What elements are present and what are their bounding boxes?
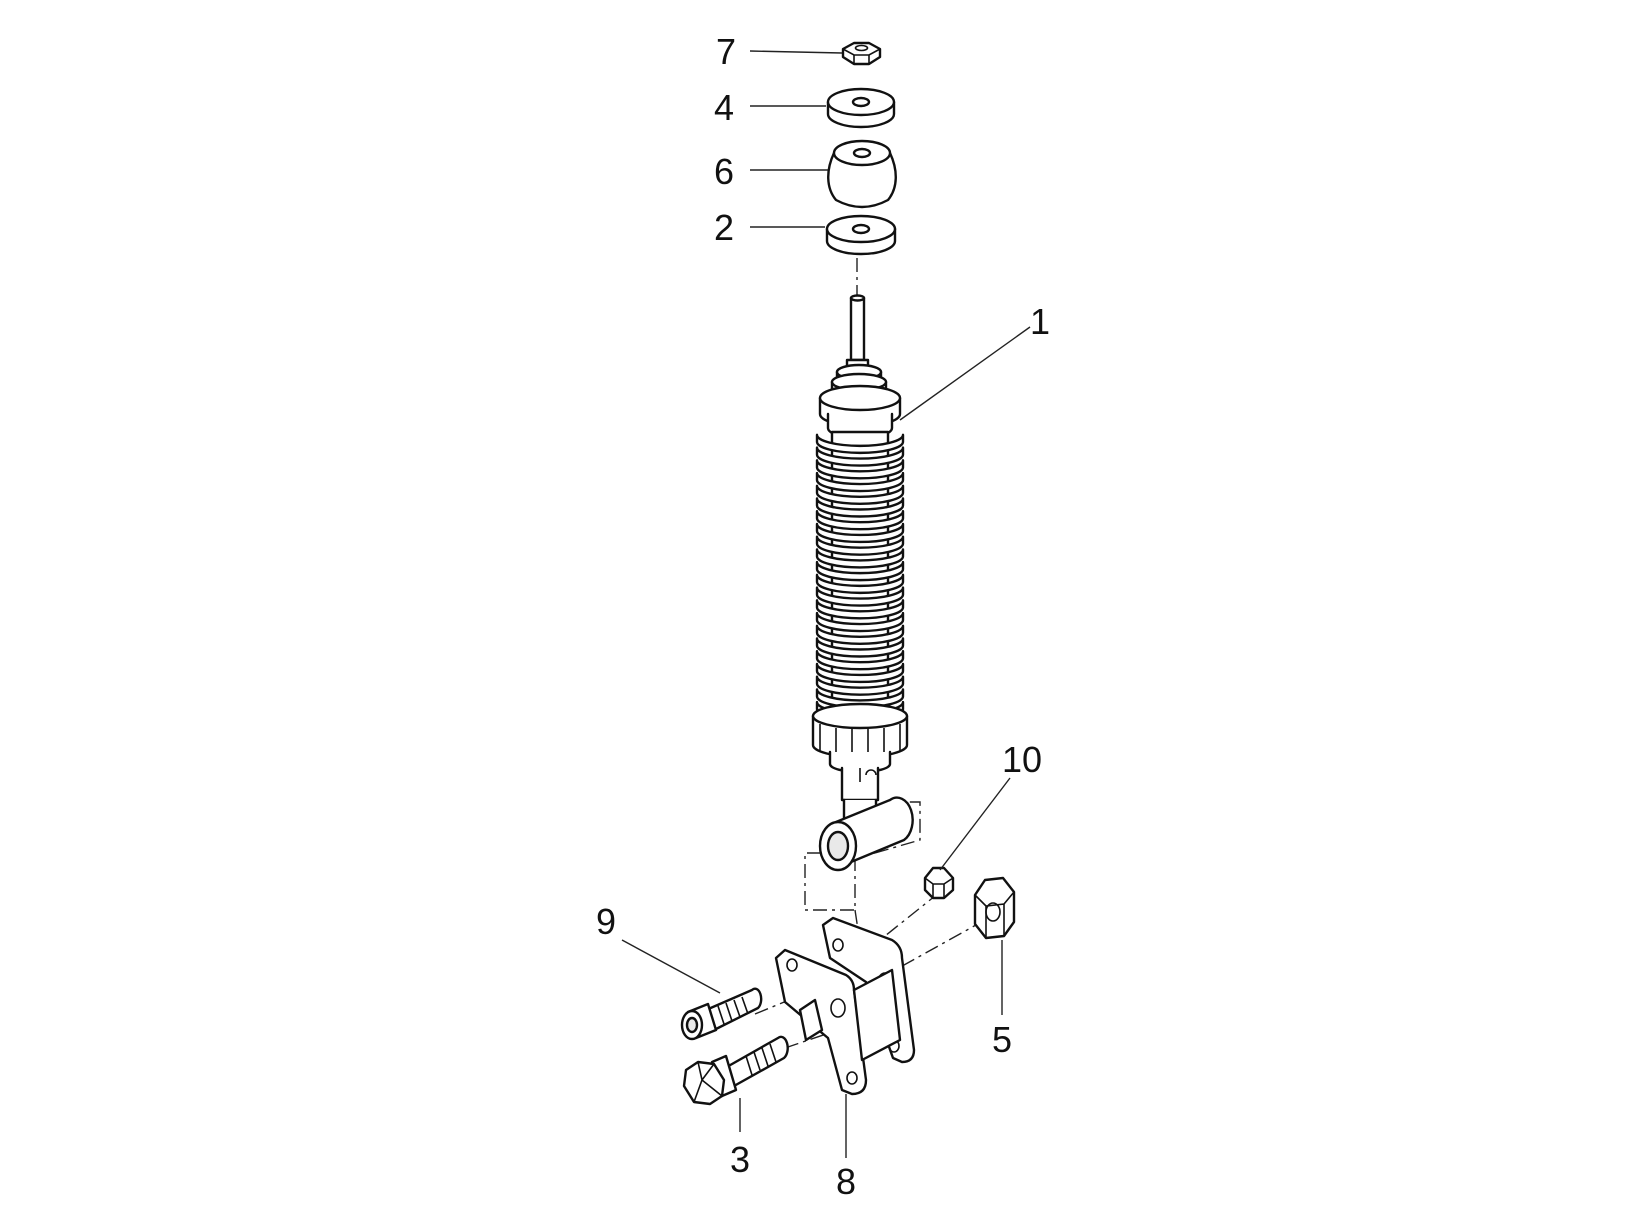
callout-2: 2 [714,207,734,248]
spring-coil [815,662,905,684]
spring-coil [815,611,905,633]
callout-9: 9 [596,901,616,942]
part-3-flange-bolt [682,1035,789,1106]
spring-coil [815,471,905,493]
callout-4: 4 [714,87,734,128]
spring-coil [815,484,905,505]
callout-7: 7 [716,31,736,72]
spring-coil [815,522,905,544]
spring-coils [815,430,905,722]
part-4-washer [826,87,896,129]
part-5-nut [973,876,1016,940]
spring-coil [815,446,905,467]
spring-coil [815,459,905,480]
part-8-bracket [774,916,916,1096]
spring-coil [815,535,905,556]
callout-8: 8 [836,1161,856,1202]
callout-labels: 7 4 6 2 1 10 9 5 3 8 [596,31,1050,1202]
spring-coil [815,599,905,620]
callout-1: 1 [1030,301,1050,342]
part-7-nut [841,41,882,66]
callout-5: 5 [992,1019,1012,1060]
spring-coil [815,510,905,531]
spring-coil [815,637,905,658]
spring-coil [815,573,905,595]
part-6-rubber-bush [827,139,897,209]
spring-coil [815,497,905,518]
spring-coil [815,624,905,645]
callout-3: 3 [730,1139,750,1180]
callout-10: 10 [1002,739,1042,780]
part-10-nut [923,866,955,900]
spring-coil [815,586,905,607]
callout-6: 6 [714,151,734,192]
part-1-shock-absorber [811,294,914,872]
part-9-socket-screw [680,987,763,1041]
leader-lines [621,50,1031,1158]
spring-coil [815,433,905,455]
part-2-washer [825,214,897,256]
spring-coil [815,560,905,582]
spring-coil [815,675,905,696]
spring-coil [815,650,905,671]
spring-coil [815,548,905,569]
